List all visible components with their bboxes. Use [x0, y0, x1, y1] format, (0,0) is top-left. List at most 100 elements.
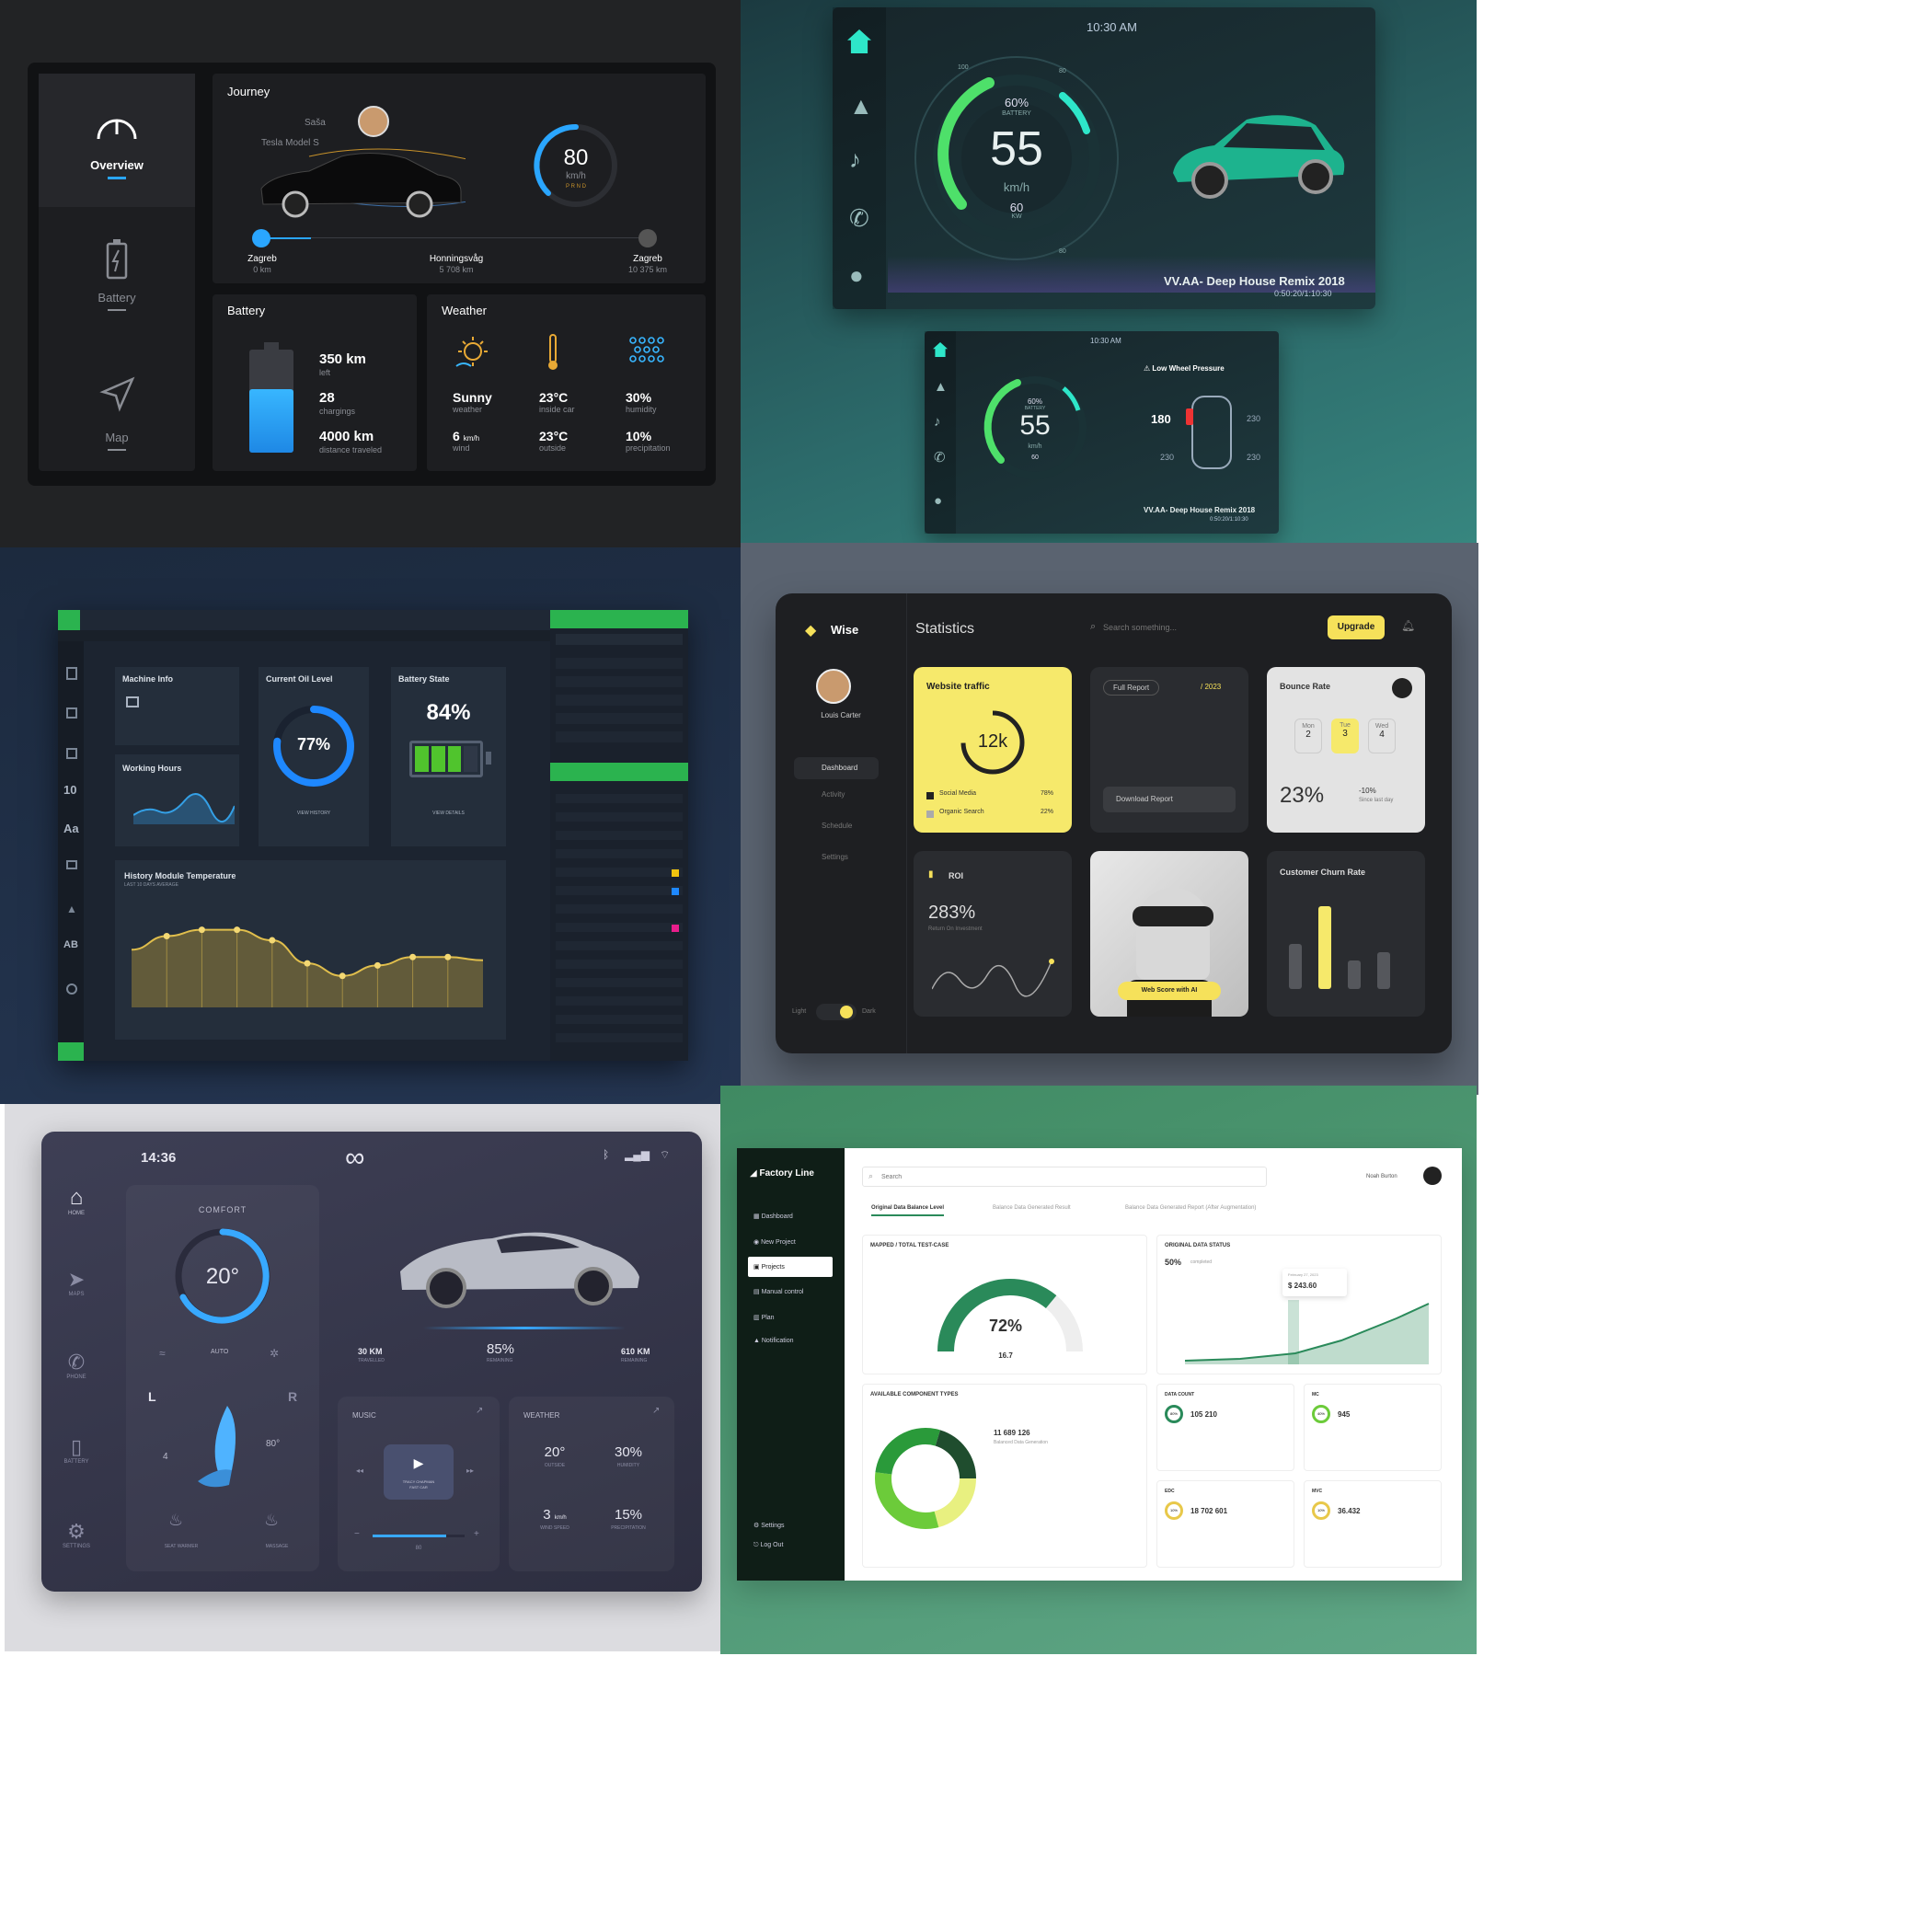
nav-overview[interactable]: Overview: [39, 74, 195, 207]
nav-manual-control[interactable]: ▤ Manual control: [753, 1289, 804, 1295]
home-icon[interactable]: [933, 342, 948, 357]
ab-test-icon[interactable]: AB: [63, 939, 78, 950]
nav-activity[interactable]: Activity: [822, 790, 845, 799]
expand-icon[interactable]: ↗: [476, 1406, 484, 1416]
music-icon[interactable]: ♪: [934, 414, 941, 430]
theme-toggle[interactable]: [816, 1004, 857, 1020]
view-history-link[interactable]: VIEW HISTORY: [296, 811, 331, 816]
text-tool-icon[interactable]: Aa: [63, 822, 79, 835]
avatar[interactable]: [358, 106, 389, 137]
nav-plan[interactable]: ▥ Plan: [753, 1315, 775, 1321]
machine-icon[interactable]: [66, 667, 77, 680]
nav-new-project[interactable]: ◉ New Project: [753, 1239, 796, 1246]
image-icon[interactable]: [66, 707, 77, 719]
flag-icon[interactable]: [638, 229, 657, 247]
nav-settings[interactable]: Settings: [822, 853, 848, 861]
temperature-dial[interactable]: [172, 1225, 273, 1327]
properties-list[interactable]: [556, 794, 683, 1052]
volume-slider[interactable]: [373, 1535, 465, 1537]
card-title: Current Oil Level: [266, 674, 333, 684]
widget-icon[interactable]: [66, 748, 77, 759]
navigation-icon[interactable]: ▲: [849, 92, 873, 120]
album-cover[interactable]: ▶ TRACY CHAPMAN FAST CAR: [384, 1444, 454, 1500]
expand-icon[interactable]: ↗: [652, 1406, 661, 1416]
nav-settings[interactable]: ⚙ SETTINGS: [58, 1520, 95, 1549]
nav-projects[interactable]: [748, 1257, 833, 1277]
expand-icon[interactable]: [1392, 678, 1412, 698]
start-pin-icon[interactable]: [252, 229, 270, 247]
nav-battery[interactable]: ▯ BATTERY: [58, 1435, 95, 1465]
widget-selector-header[interactable]: [550, 610, 688, 628]
refresh-icon[interactable]: [66, 983, 77, 995]
search-bar[interactable]: ⌕: [862, 1167, 1267, 1187]
nav-logout[interactable]: ⎋ Log Out: [753, 1542, 784, 1548]
alert-text: Low Wheel Pressure: [1152, 364, 1225, 373]
monitor-icon[interactable]: [66, 860, 77, 869]
tab-generated-result[interactable]: Balance Data Generated Result: [993, 1205, 1071, 1211]
seat-left-toggle[interactable]: L: [148, 1389, 156, 1404]
number-tool-icon[interactable]: 10: [63, 783, 77, 797]
fan-high-icon[interactable]: ✲: [270, 1347, 280, 1360]
download-report-button[interactable]: Download Report: [1103, 787, 1236, 812]
search-input[interactable]: [1103, 619, 1287, 636]
nav-dashboard[interactable]: ▦ Dashboard: [753, 1213, 793, 1220]
menu-icon[interactable]: [58, 610, 80, 630]
nav-settings[interactable]: ⚙ Settings: [753, 1523, 785, 1529]
avatar[interactable]: [816, 669, 851, 704]
auto-mode-button[interactable]: AUTO: [211, 1349, 229, 1355]
user-icon[interactable]: ●: [934, 493, 943, 509]
weather-label: outside: [539, 443, 567, 453]
user-icon[interactable]: ●: [849, 261, 864, 289]
weather-value: 15%: [614, 1507, 643, 1523]
weather-value: 3: [543, 1507, 551, 1523]
user-name: Louis Carter: [821, 711, 861, 719]
nav-battery[interactable]: Battery: [39, 239, 195, 331]
search-input[interactable]: [881, 1170, 1249, 1183]
tab-generated-report[interactable]: Balance Data Generated Report (After Aug…: [1125, 1205, 1257, 1211]
fan-low-icon[interactable]: ≈: [159, 1347, 166, 1360]
music-icon[interactable]: ♪: [849, 145, 861, 173]
previous-icon[interactable]: ◂◂: [356, 1466, 364, 1475]
nav-label: Log Out: [760, 1542, 784, 1548]
navigation-icon[interactable]: ▲: [934, 379, 948, 395]
nav-notification[interactable]: ▲ Notification: [753, 1338, 794, 1344]
collapse-button[interactable]: [58, 1042, 84, 1061]
massage-icon[interactable]: ♨: [264, 1511, 280, 1529]
widget-list[interactable]: [556, 658, 683, 750]
tab-original-data[interactable]: Original Data Balance Level: [871, 1205, 945, 1216]
nav-phone[interactable]: ✆ PHONE: [58, 1351, 95, 1380]
nav-maps[interactable]: ➤ MAPS: [58, 1268, 95, 1297]
gauge-subvalue: 16.7: [998, 1351, 1013, 1360]
card-title: ORIGINAL DATA STATUS: [1165, 1243, 1231, 1248]
nav-dashboard[interactable]: Dashboard: [794, 757, 879, 779]
nav-home[interactable]: ⌂ HOME: [58, 1185, 95, 1216]
volume-down-icon[interactable]: −: [354, 1529, 360, 1539]
upgrade-button[interactable]: Upgrade: [1328, 615, 1385, 639]
full-report-button[interactable]: Full Report: [1103, 680, 1160, 696]
inspector-search-input[interactable]: [556, 634, 683, 645]
machine-icon: [126, 696, 139, 707]
view-details-link[interactable]: VIEW DETAILS: [432, 811, 465, 816]
volume-up-icon[interactable]: +: [474, 1529, 479, 1539]
phone-icon[interactable]: ✆: [934, 450, 946, 466]
web-score-ai-button[interactable]: Web Score with AI: [1118, 982, 1221, 1000]
phone-icon[interactable]: ✆: [849, 204, 869, 232]
next-icon[interactable]: ▸▸: [466, 1466, 475, 1475]
cabin-temperature: 20: [205, 1264, 231, 1289]
nav-map[interactable]: Map: [39, 375, 195, 467]
inspector-header[interactable]: [550, 763, 688, 781]
seat-icon[interactable]: [190, 1406, 264, 1498]
seat-right-toggle[interactable]: R: [288, 1389, 298, 1404]
gear-icon: ⚙: [67, 1520, 86, 1543]
weather-label: PRECIPITATION: [611, 1525, 646, 1531]
bell-icon[interactable]: 🔔︎: [1401, 619, 1416, 632]
shapes-icon[interactable]: ▲: [66, 903, 77, 915]
play-icon[interactable]: ▶: [413, 1455, 424, 1470]
avatar[interactable]: [1423, 1167, 1442, 1185]
factory-window: ◢ Factory Line ▦ Dashboard ◉ New Project…: [737, 1148, 1462, 1581]
nav-schedule[interactable]: Schedule: [822, 822, 853, 830]
seat-warmer-icon[interactable]: ♨: [168, 1511, 184, 1529]
